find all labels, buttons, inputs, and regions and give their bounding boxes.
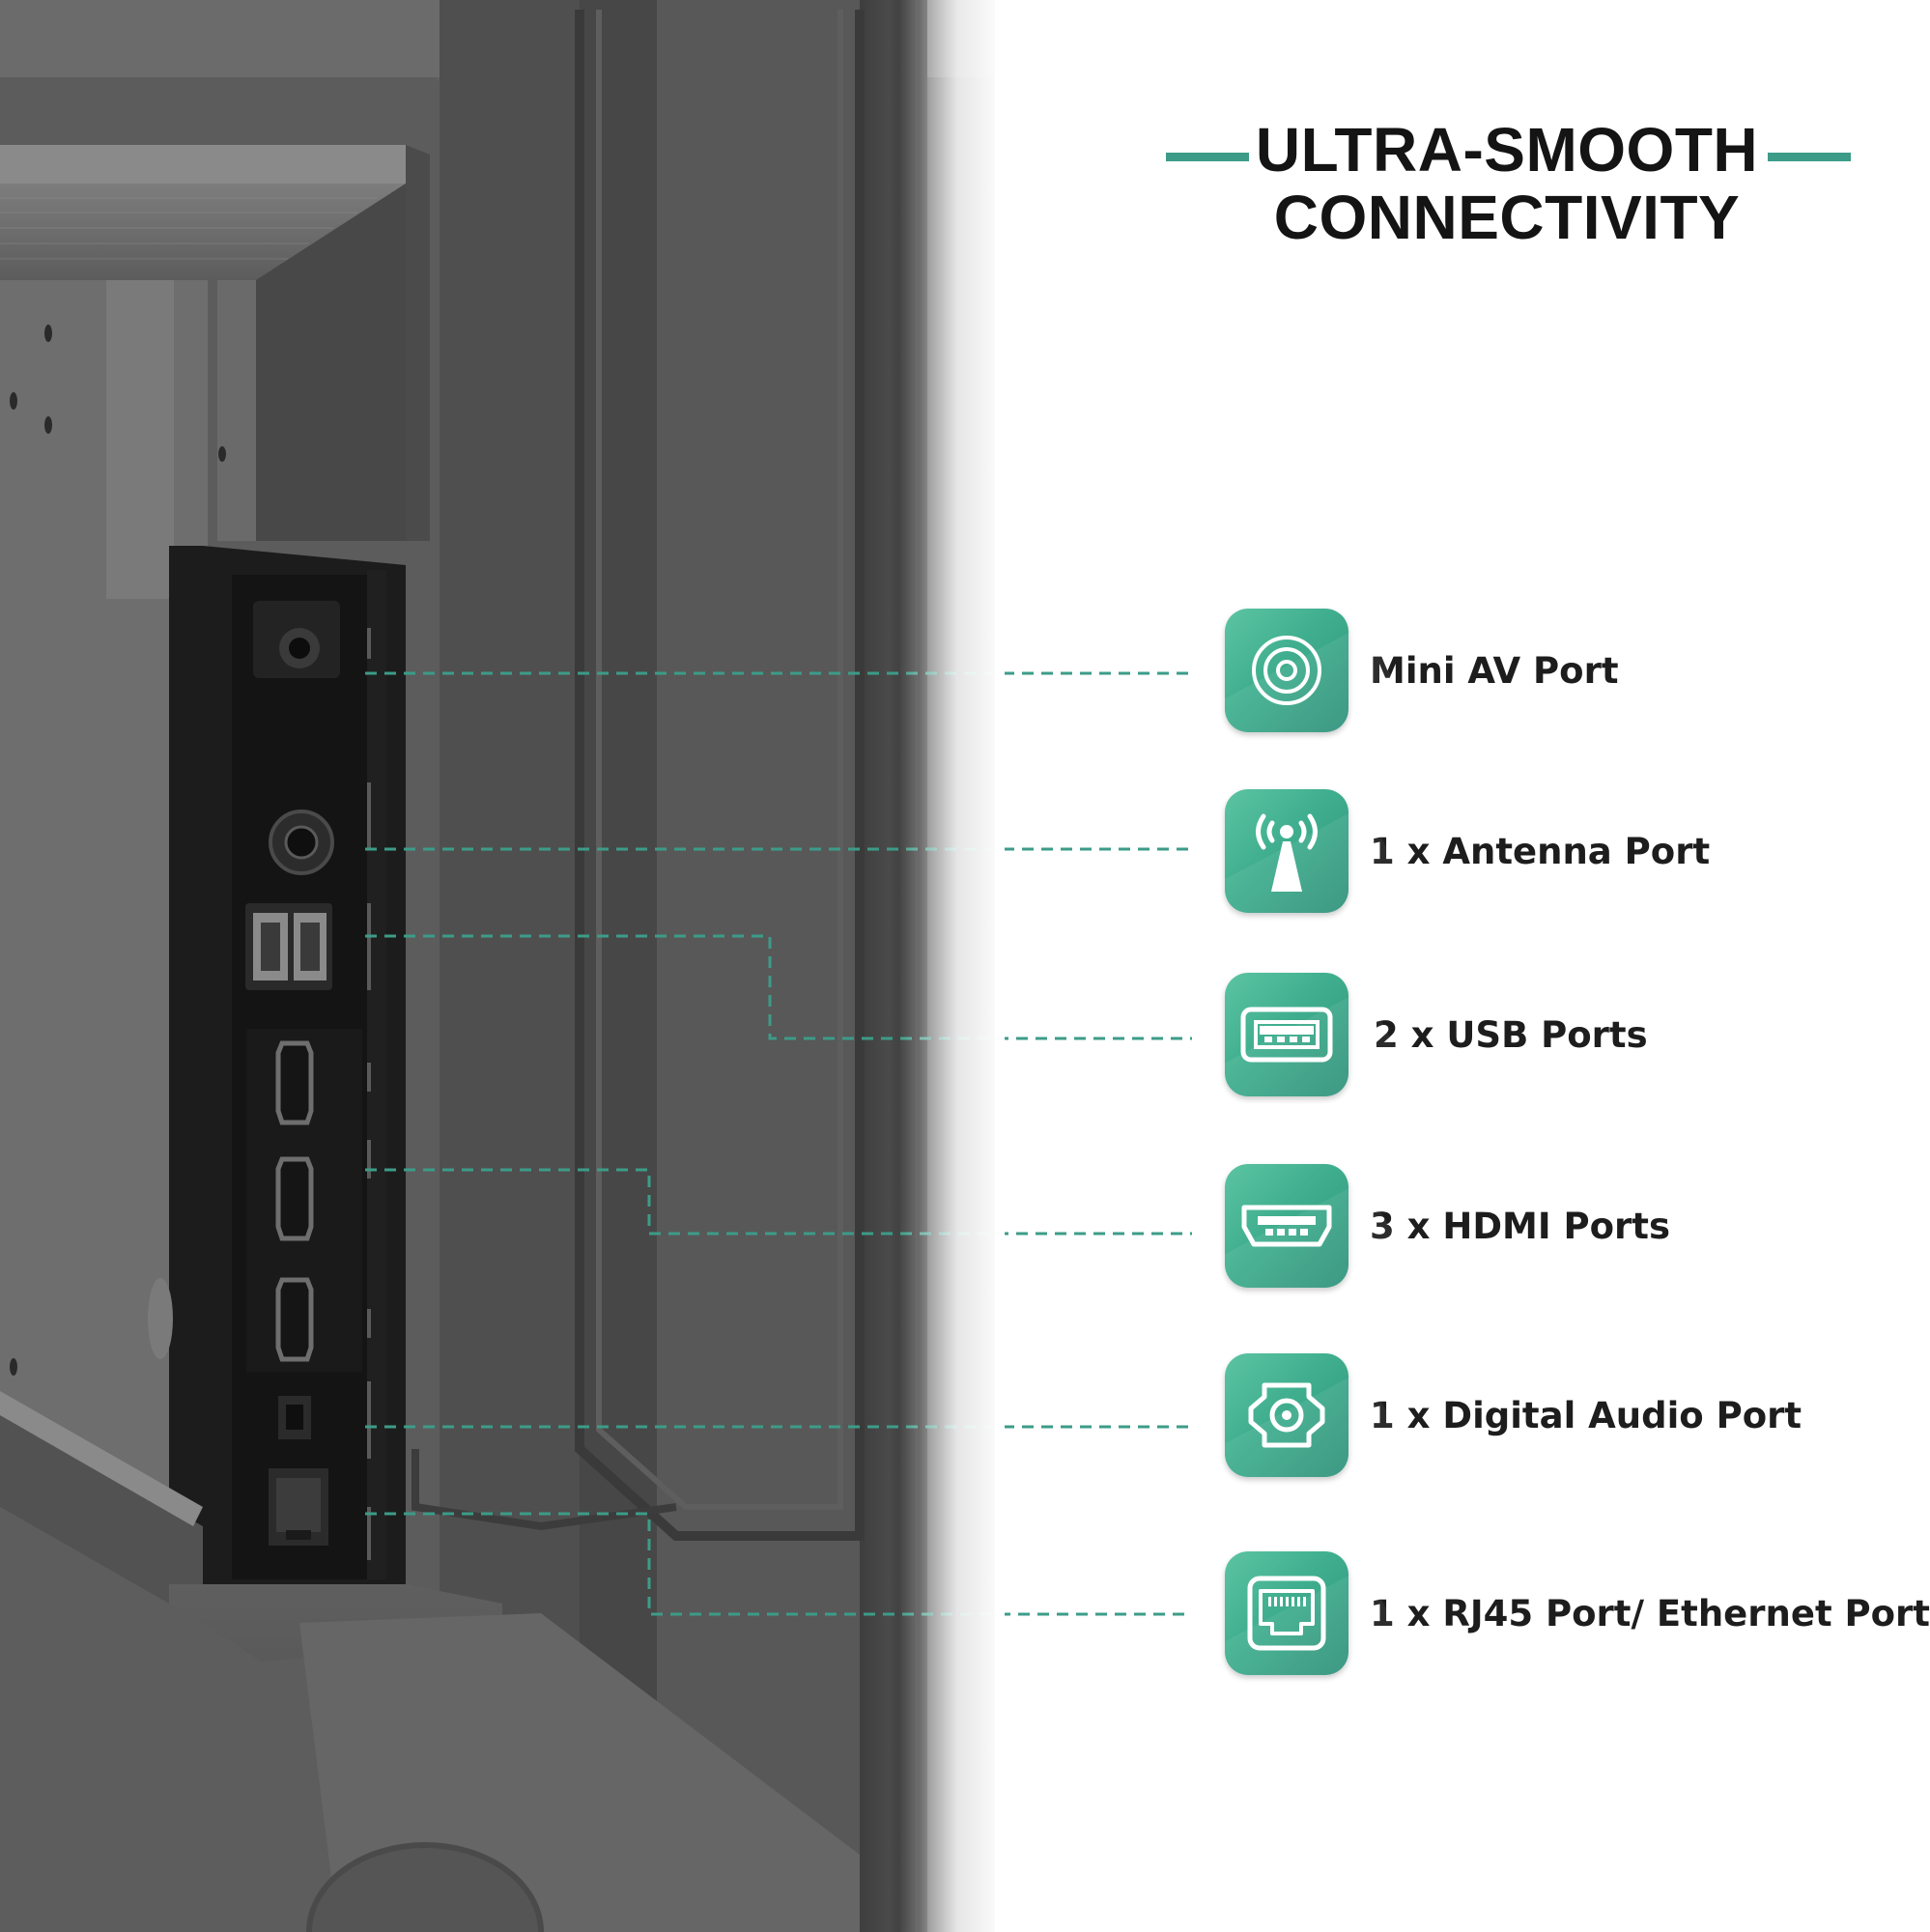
antenna-icon <box>1225 789 1348 913</box>
heading-line-2: CONNECTIVITY <box>1273 183 1741 252</box>
tv-rear-panel-photo <box>0 0 1192 1932</box>
feature-usb-ports: 2 x USB Ports <box>1225 973 1648 1096</box>
feature-label: 1 x RJ45 Port/ Ethernet Port <box>1370 1592 1930 1634</box>
hdmi-port-icon <box>1225 1164 1348 1288</box>
feature-digital-audio-port: 1 x Digital Audio Port <box>1225 1353 1802 1477</box>
feature-mini-av-port: Mini AV Port <box>1225 609 1619 732</box>
feature-label: Mini AV Port <box>1370 649 1619 692</box>
feature-label: 2 x USB Ports <box>1374 1013 1648 1056</box>
heading-line-1: ULTRA-SMOOTH <box>1255 115 1759 185</box>
ethernet-port-icon <box>1225 1551 1348 1675</box>
feature-label: 1 x Antenna Port <box>1370 830 1711 872</box>
feature-antenna-port: 1 x Antenna Port <box>1225 789 1710 913</box>
photo-fade <box>898 0 1005 1932</box>
heading-rule-left <box>1166 153 1249 161</box>
mini-av-port-icon <box>1225 609 1348 732</box>
feature-label: 1 x Digital Audio Port <box>1370 1394 1802 1436</box>
digital-audio-port-icon <box>1225 1353 1348 1477</box>
usb-port-icon <box>1225 973 1348 1096</box>
heading-rule-right <box>1768 153 1851 161</box>
feature-label: 3 x HDMI Ports <box>1370 1205 1671 1247</box>
feature-ethernet-port: 1 x RJ45 Port/ Ethernet Port <box>1225 1551 1930 1675</box>
product-feature-page: ULTRA-SMOOTH CONNECTIVITY Mini AV Port <box>0 0 1859 1932</box>
feature-hdmi-ports: 3 x HDMI Ports <box>1225 1164 1670 1288</box>
heading: ULTRA-SMOOTH CONNECTIVITY <box>1164 116 1850 251</box>
